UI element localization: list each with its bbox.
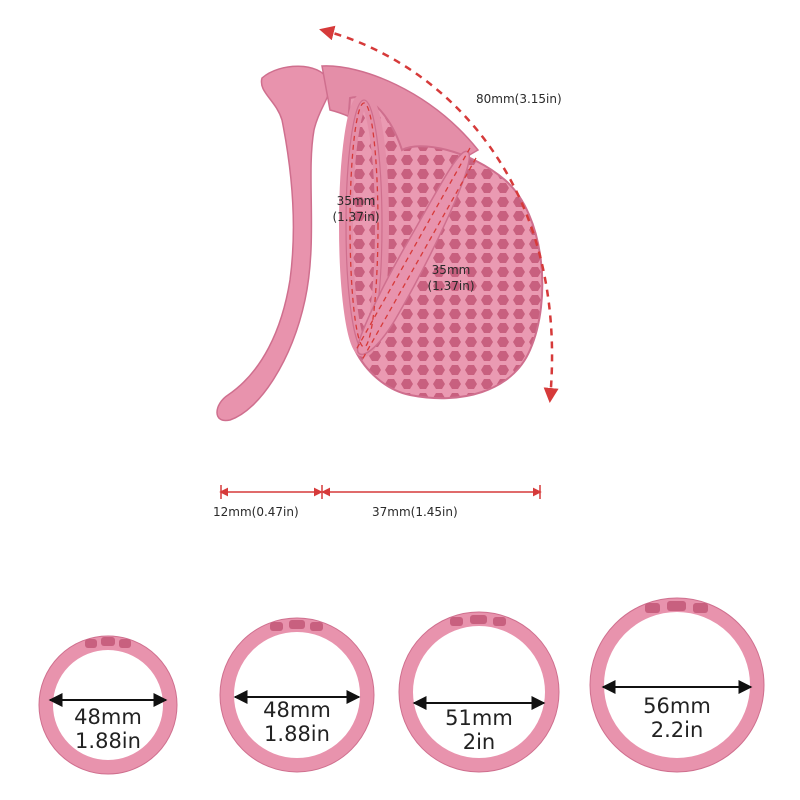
arc-length-label: 80mm(3.15in) [476, 92, 562, 106]
right-ring-mm: 35mm [431, 263, 471, 277]
ring-1-mm: 48mm [74, 705, 142, 729]
ring-3-in: 2in [462, 730, 496, 754]
arc-length-dimension [319, 25, 559, 403]
left-ring-in: (1.37in) [332, 210, 380, 224]
ring-1-in: 1.88in [75, 729, 141, 753]
left-ring-diameter-guide [349, 102, 379, 348]
ring-4-in: 2.2in [650, 718, 704, 742]
ring-1-size-label: 48mm 1.88in [58, 705, 158, 753]
depth-width-label: 37mm(1.45in) [372, 505, 458, 519]
ring-3 [398, 611, 560, 773]
right-ring-in: (1.37in) [427, 279, 475, 293]
gap-width-label: 12mm(0.47in) [213, 505, 299, 519]
left-ring-diameter-label: 35mm (1.37in) [326, 193, 386, 225]
ring-1 [38, 635, 178, 775]
right-ring-diameter-guide [355, 147, 471, 351]
left-ring-mm: 35mm [336, 194, 376, 208]
ring-4-mm: 56mm [643, 694, 711, 718]
device-hook-arm [216, 65, 331, 422]
ring-2-in: 1.88in [264, 722, 330, 746]
ring-3-mm: 51mm [445, 706, 513, 730]
ring-4 [589, 597, 765, 773]
ring-2 [219, 617, 375, 773]
ring-4-size-label: 56mm 2.2in [627, 694, 727, 742]
ring-3-size-label: 51mm 2in [429, 706, 529, 754]
right-ring-diameter-label: 35mm (1.37in) [418, 262, 484, 294]
width-dimension-lines [219, 485, 542, 499]
ring-2-size-label: 48mm 1.88in [247, 698, 347, 746]
ring-2-mm: 48mm [263, 698, 331, 722]
